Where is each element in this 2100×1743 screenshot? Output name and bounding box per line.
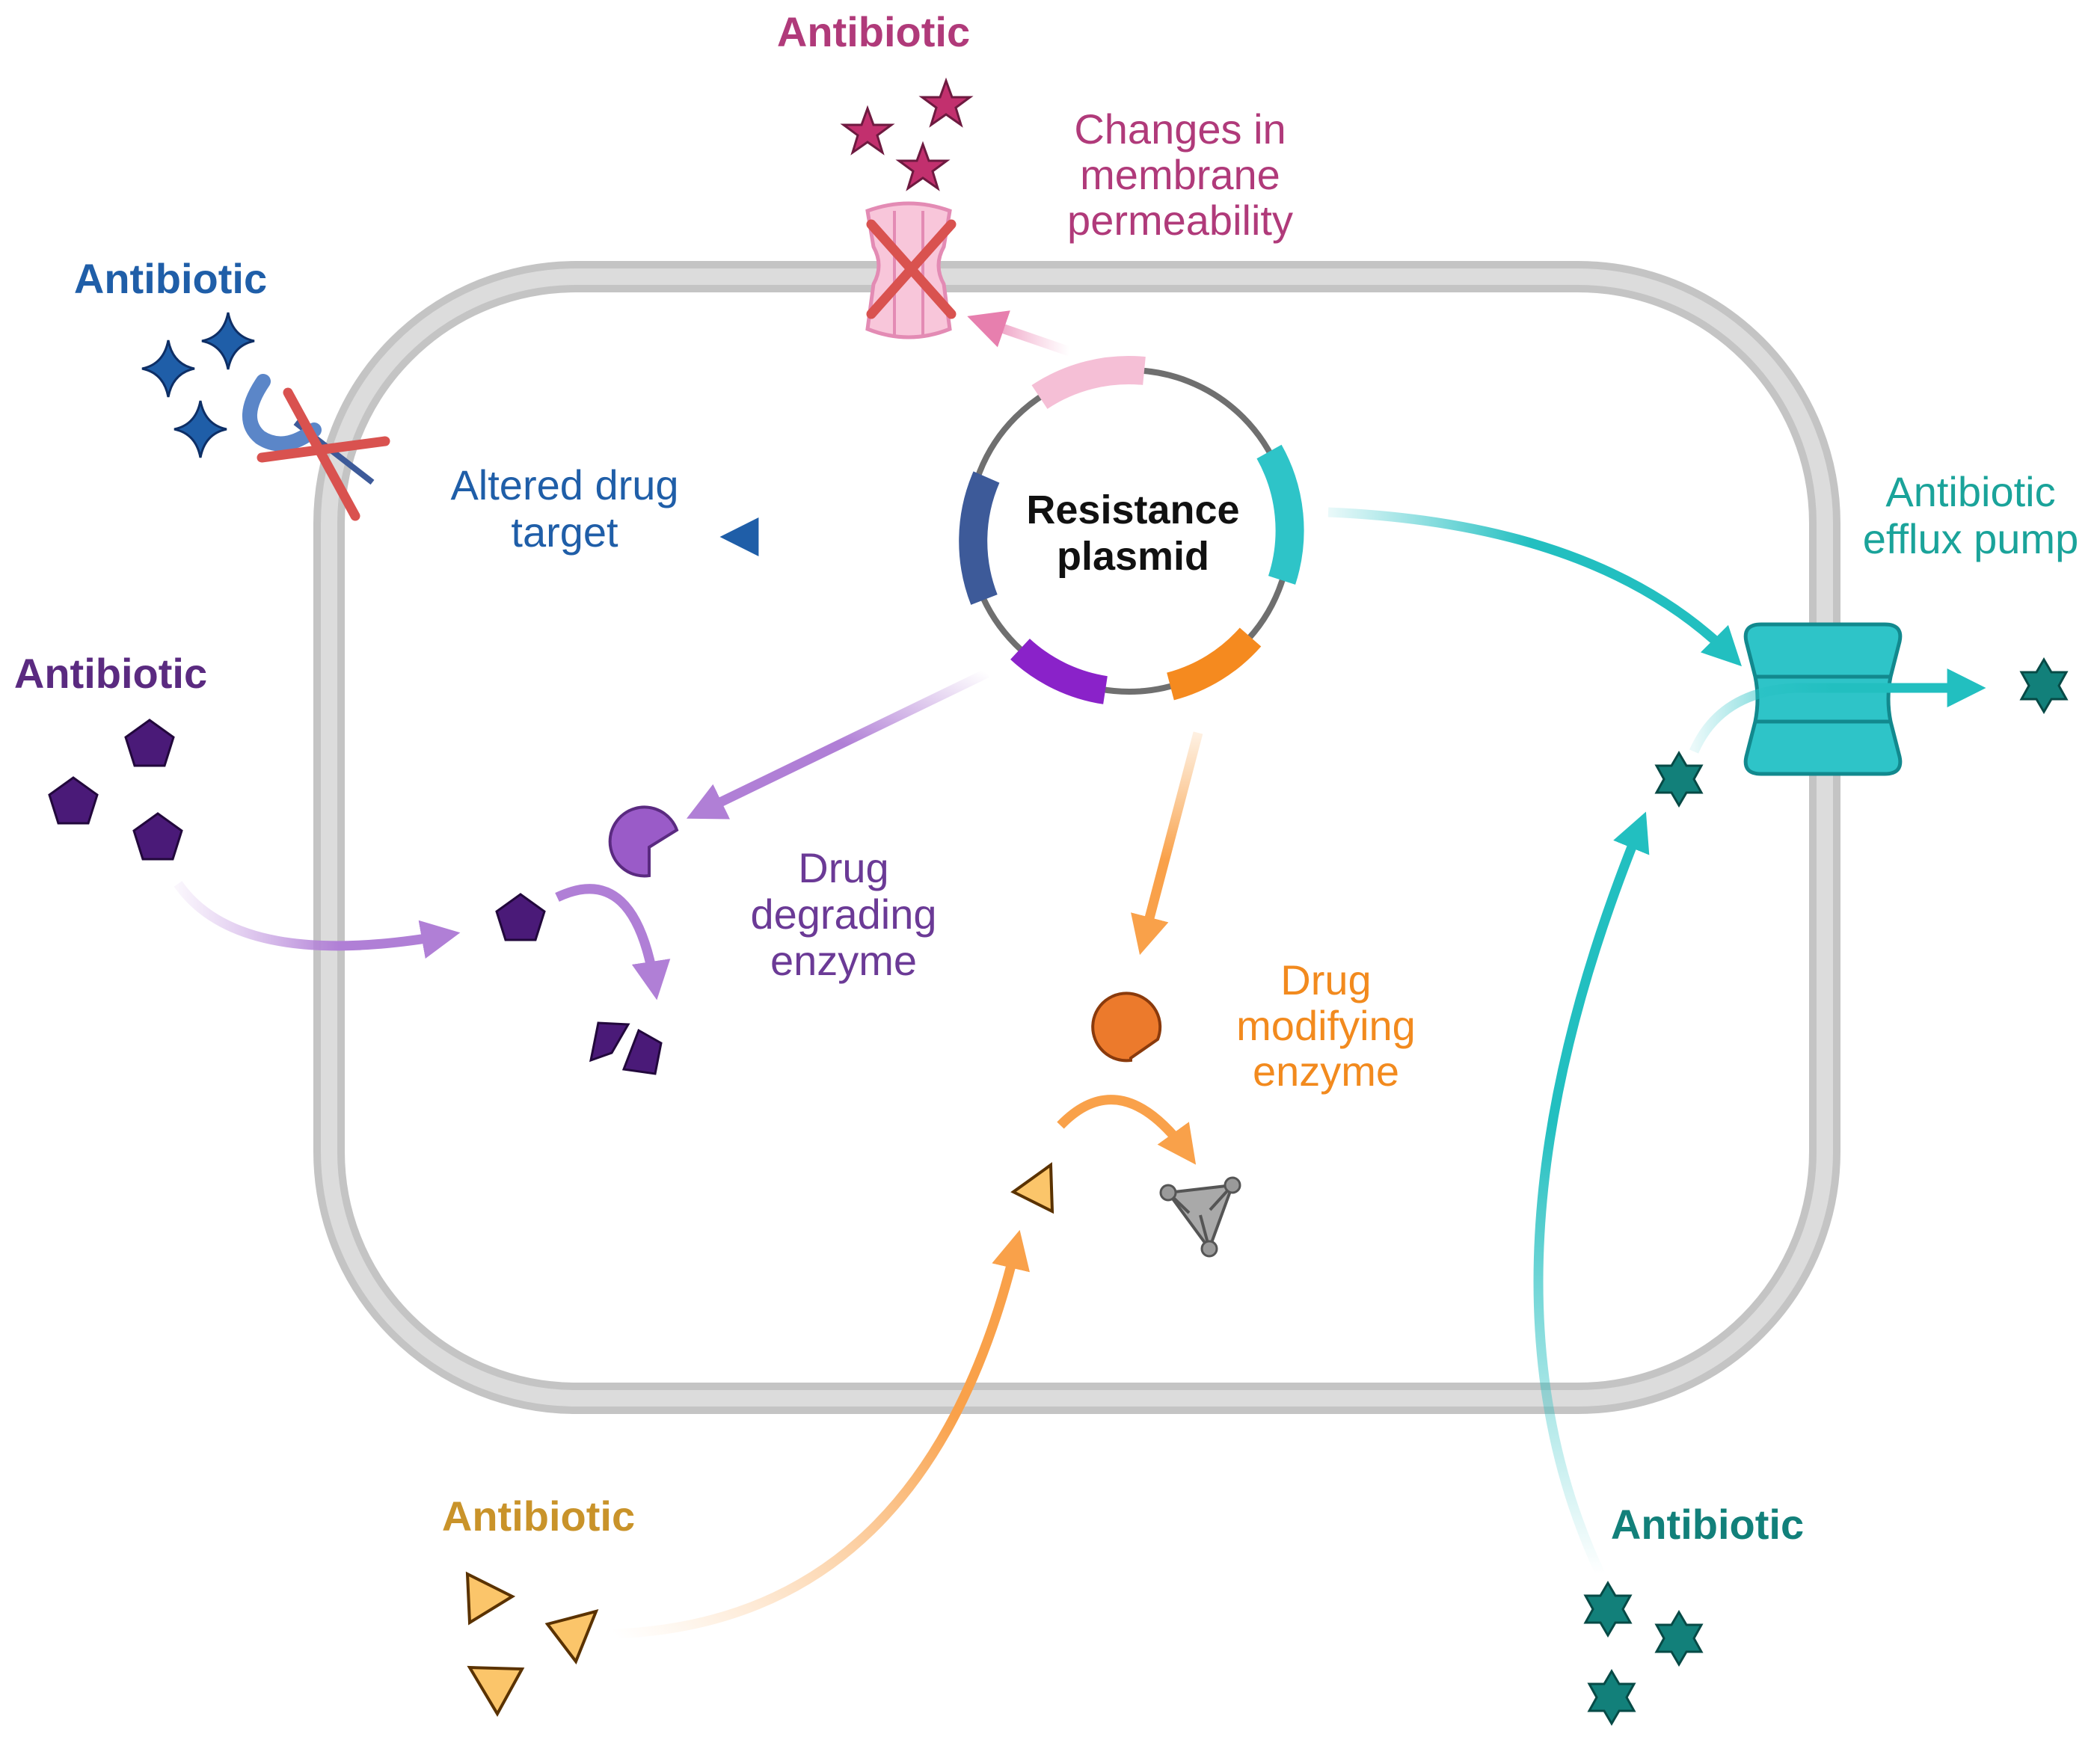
arrow-to-porin	[967, 310, 1072, 357]
modifying-enzyme-label: Drug modifying enzyme	[1236, 956, 1416, 1095]
membrane-label-line1: Changes in	[1074, 105, 1286, 153]
arrow-to-modifying-enzyme	[1131, 731, 1203, 956]
modifying-label-line1: Drug	[1280, 956, 1371, 1003]
antibiotic-label-degrading: Antibiotic	[14, 650, 207, 697]
efflux-pump-icon	[1743, 622, 1903, 776]
arrow-modifying-reaction	[1057, 1095, 1197, 1165]
target-label-line1: Altered drug	[450, 461, 678, 508]
antibiotic-triangle-inside	[1010, 1162, 1054, 1214]
efflux-pump-label: Antibiotic efflux pump	[1863, 468, 2078, 562]
plasmid-label-line2: plasmid	[1057, 534, 1209, 579]
antibiotic-triangles-yellow	[465, 1571, 599, 1718]
altered-target-label: Altered drug target	[450, 461, 678, 556]
arrow-antibiotic-into-cell-orange	[612, 1229, 1030, 1639]
membrane-label-line2: membrane	[1080, 151, 1280, 198]
efflux-label-line2: efflux pump	[1863, 515, 2078, 562]
plasmid-gene-membrane	[1031, 355, 1146, 410]
modifying-enzyme-icon	[1091, 992, 1162, 1063]
plasmid-gene-target	[959, 471, 1000, 605]
degrading-label-line2: degrading	[750, 891, 936, 938]
plasmid-label-line1: Resistance	[1026, 488, 1239, 532]
resistance-plasmid: Resistance plasmid	[959, 355, 1304, 704]
antibiotic-stars-pink	[840, 77, 974, 191]
antibiotic-label-membrane: Antibiotic	[777, 8, 970, 55]
arrow-antibiotic-into-cell-purple	[174, 881, 461, 959]
target-label-line2: target	[511, 508, 618, 556]
altered-target-receptor-icon	[242, 374, 390, 521]
degraded-pentagon-fragments	[589, 1021, 663, 1075]
porin-blocked-icon	[865, 201, 957, 339]
antibiotic-pentagons-purple	[48, 719, 546, 941]
membrane-permeability-label: Changes in membrane permeability	[1067, 105, 1293, 244]
arrow-to-degrading-enzyme	[686, 668, 989, 820]
antibiotic-stars-teal	[1583, 657, 2069, 1726]
antibiotic-label-modifying: Antibiotic	[442, 1493, 635, 1540]
arrow-antibiotic-into-cell-teal	[1533, 811, 1650, 1576]
antibiotic-label-efflux: Antibiotic	[1611, 1501, 1804, 1548]
plasmid-gene-modifying	[1166, 627, 1262, 701]
membrane-label-line3: permeability	[1067, 197, 1293, 244]
modified-antibiotic-icon	[1159, 1176, 1241, 1258]
degrading-enzyme-icon	[608, 805, 679, 878]
antibiotic-label-target: Antibiotic	[74, 255, 267, 302]
degrading-enzyme-label: Drug degrading enzyme	[750, 844, 936, 984]
modifying-label-line3: enzyme	[1253, 1048, 1399, 1095]
modifying-label-line2: modifying	[1236, 1002, 1416, 1049]
plasmid-gene-degrading	[1010, 638, 1108, 704]
plasmid-gene-efflux	[1256, 444, 1304, 585]
degrading-label-line3: enzyme	[770, 937, 917, 984]
degrading-label-line1: Drug	[798, 844, 888, 891]
arrow-efflux-out	[1689, 668, 1986, 754]
arrow-degrading-reaction	[555, 884, 671, 1000]
efflux-label-line1: Antibiotic	[1885, 468, 2055, 515]
arrow-to-efflux-pump	[1327, 507, 1742, 667]
antibiotic-sparkles-blue	[141, 312, 255, 458]
